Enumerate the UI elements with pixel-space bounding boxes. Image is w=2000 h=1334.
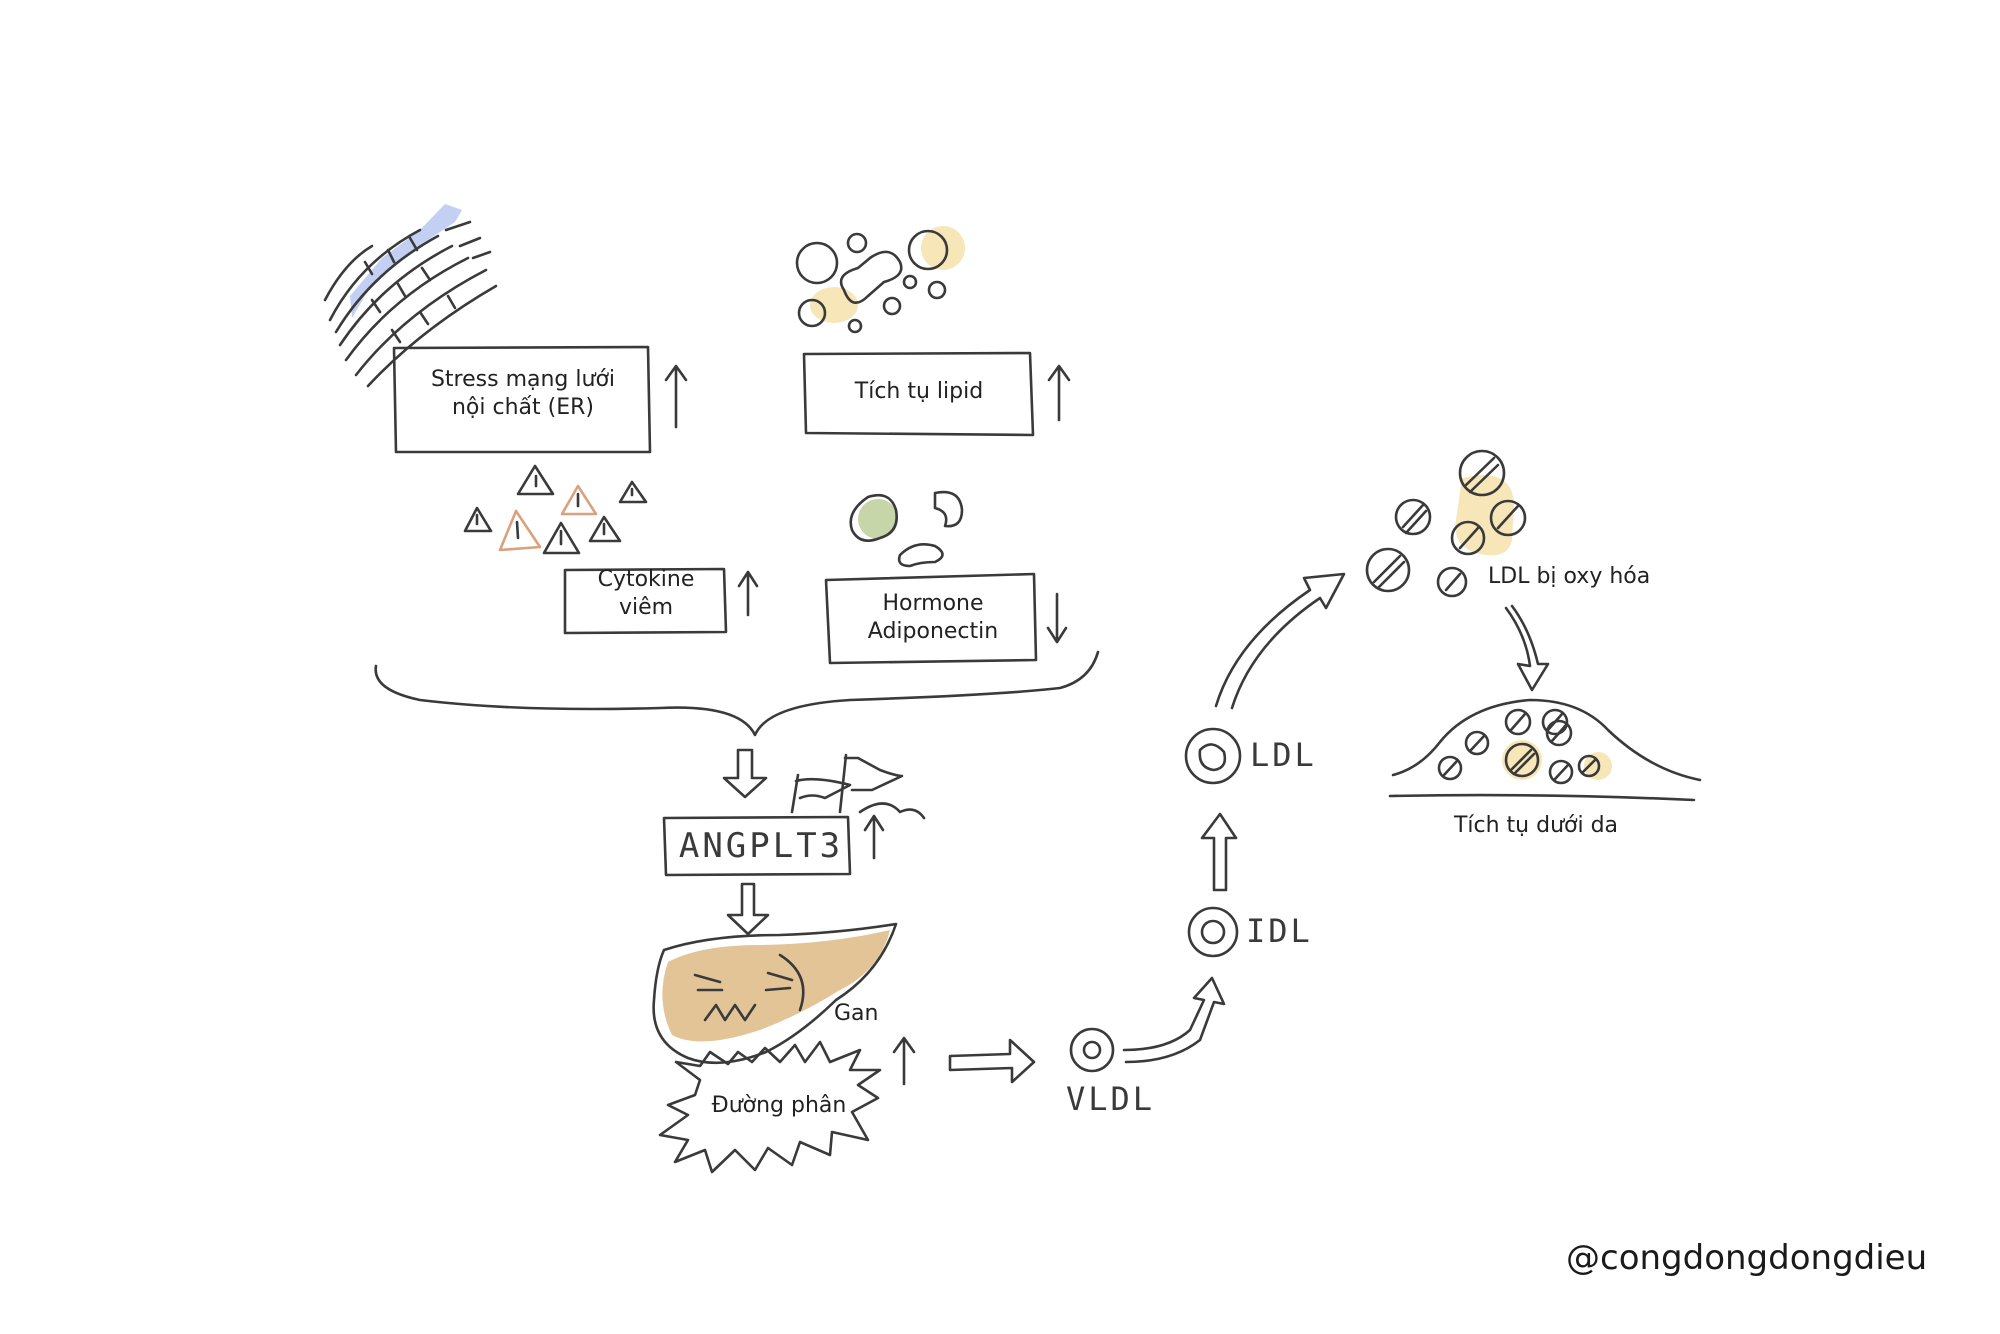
cytokine-box [563,567,728,635]
angplt3-label: ANGPLT3 [678,826,844,866]
vldl-particle-icon [1069,1027,1115,1073]
er-stress-label: Stress mạng lưới nội chất (ER) [398,366,648,421]
liver-label: Gan [834,1001,879,1026]
liver-icon [652,922,898,1065]
idl-label: IDL [1246,912,1313,950]
adiponectin-line2: Adiponectin [867,618,999,644]
to-vldl-arrow-icon [948,1038,1036,1084]
lipid-droplets-icon [795,226,965,334]
to-idl-arrow-icon [1122,976,1226,1064]
cytokine-warning-icons [463,464,648,555]
lipid-label: Tích tụ lipid [854,379,984,404]
to-ldl-arrow-icon [1200,812,1238,892]
glycolysis-up-arrow-icon [892,1036,916,1086]
oxidized-ldl-particles-icon [1365,449,1527,598]
vldl-label: VLDL [1066,1080,1156,1118]
adiponectin-shapes-icon [849,490,964,568]
angplt3-box [662,815,852,877]
adiponectin-box [824,572,1038,665]
adiponectin-label: Hormone Adiponectin [830,590,1036,645]
cytokine-line2: viêm [618,594,674,620]
ldl-label: LDL [1250,736,1317,774]
idl-particle-icon [1187,906,1239,958]
oxidized-ldl-label: LDL bị oxy hóa [1488,564,1651,589]
adiponectin-line1: Hormone [882,591,984,616]
angplt3-up-arrow-icon [863,814,885,860]
lipid-box [802,351,1035,437]
ldl-particle-icon [1184,727,1242,785]
er-stress-up-arrow-icon [664,364,688,429]
glycolysis-burst-icon [658,1040,882,1174]
to-oxidized-ldl-arrow-icon [1214,572,1346,710]
to-liver-arrow-icon [726,882,770,936]
glycolysis-label: Đường phân [711,1093,847,1118]
er-stress-box [392,345,652,454]
subcutaneous-label: Tích tụ dưới da [1453,813,1619,838]
to-angplt3-arrow-icon [722,748,768,799]
lipid-up-arrow-icon [1047,364,1071,422]
cytokine-up-arrow-icon [737,570,759,617]
subcutaneous-deposit-icon [1388,698,1702,802]
to-subcutaneous-arrow-icon [1504,604,1550,692]
cytokine-label: Cytokine viêm [566,566,726,621]
er-membrane-icon [323,204,498,388]
er-stress-line2: nội chất (ER) [451,394,594,420]
flags-icon [790,753,926,820]
adiponectin-down-arrow-icon [1046,592,1068,644]
er-stress-line1: Stress mạng lưới [430,367,616,392]
cytokine-line1: Cytokine [597,567,695,592]
convergence-brace [374,650,1100,737]
credit-handle: @congdongdongdieu [1566,1238,1928,1278]
